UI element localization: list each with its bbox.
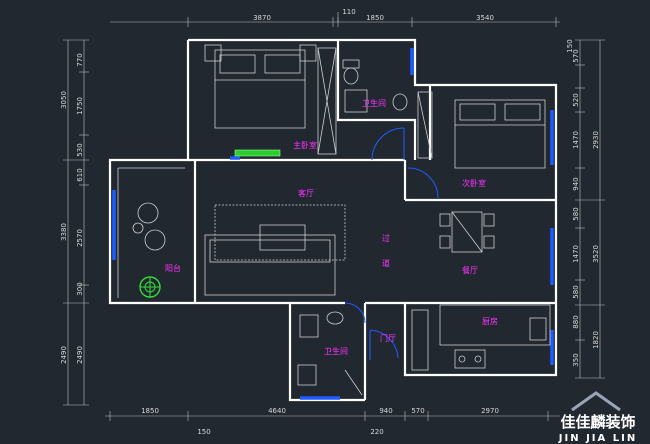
dim-bottom-3: 940	[379, 407, 392, 415]
dim-bottom-6: 150	[197, 428, 210, 436]
dim-left-2: 3050	[60, 91, 68, 109]
dim-left-6: 3380	[60, 223, 68, 241]
label-bathroom-top: 卫生间	[362, 98, 386, 108]
dim-right-13: 350	[572, 353, 580, 366]
dimension-lines	[63, 12, 605, 421]
dim-right-7: 580	[572, 207, 580, 220]
dim-left-4: 530	[76, 143, 84, 156]
dim-bottom-1: 1850	[141, 407, 159, 415]
dim-left-10: 2490	[76, 346, 84, 364]
dim-right-5: 2930	[592, 131, 600, 149]
walls	[108, 38, 558, 402]
tv-cabinet-icon	[234, 149, 281, 157]
dim-bottom-2: 4640	[268, 407, 286, 415]
doors	[344, 127, 439, 360]
dim-top-4: 3540	[476, 14, 494, 22]
label-bathroom-bottom: 卫生间	[324, 346, 348, 356]
dim-left-1: 770	[76, 53, 84, 66]
label-kitchen: 厨房	[482, 316, 498, 326]
dim-bottom-7: 220	[370, 428, 383, 436]
second-bed-icon	[454, 99, 546, 169]
label-corridor-2: 道	[382, 258, 390, 268]
dim-bottom-4: 570	[411, 407, 424, 415]
sink-icon	[344, 89, 408, 113]
dim-right-10: 580	[572, 285, 580, 298]
dim-right-8: 1470	[572, 245, 580, 263]
label-living-room: 客厅	[298, 188, 314, 198]
dim-right-3: 520	[572, 93, 580, 106]
dim-right-4: 1470	[572, 131, 580, 149]
dim-right-6: 940	[572, 177, 580, 190]
dim-top-1: 3870	[253, 14, 271, 22]
logo-chinese: 佳佳麟装饰	[560, 413, 635, 431]
dim-left-9: 2490	[60, 346, 68, 364]
wardrobe-icon	[317, 47, 337, 155]
dim-top-3: 1850	[366, 14, 384, 22]
dim-right-2: 150	[566, 39, 574, 52]
second-wardrobe-icon	[417, 91, 433, 159]
company-logo: 佳佳麟装饰 JIN JIA LIN	[558, 391, 637, 444]
dim-right-12: 1820	[592, 331, 600, 349]
windows	[112, 48, 554, 400]
master-bed-icon	[204, 44, 317, 129]
label-dining: 餐厅	[462, 266, 478, 275]
dim-left-3: 1750	[76, 97, 84, 115]
balcony-chairs-icon	[132, 202, 166, 251]
dim-top-2: 110	[342, 8, 355, 16]
dim-left-7: 2570	[76, 229, 84, 247]
dim-right-1: 570	[572, 49, 580, 62]
label-entrance: 门厅	[380, 333, 396, 343]
kitchen-counter-icon	[411, 304, 551, 371]
dim-right-11: 880	[572, 315, 580, 328]
label-second-bedroom: 次卧室	[462, 178, 486, 188]
logo-english: JIN JIA LIN	[558, 433, 637, 444]
toilet-icon	[342, 59, 360, 85]
label-master-bedroom: 主卧室	[293, 140, 317, 150]
label-balcony: 阳台	[165, 263, 181, 273]
dim-left-5: 610	[76, 168, 84, 181]
plant-icon	[139, 276, 161, 298]
bottom-bathroom-fixtures	[297, 311, 363, 396]
sofa-icon	[204, 204, 346, 296]
dim-left-8: 300	[76, 282, 84, 295]
dim-right-9: 3520	[592, 245, 600, 263]
label-corridor-1: 过	[382, 233, 390, 243]
dining-table-icon	[439, 211, 495, 253]
dim-bottom-5: 2970	[481, 407, 499, 415]
